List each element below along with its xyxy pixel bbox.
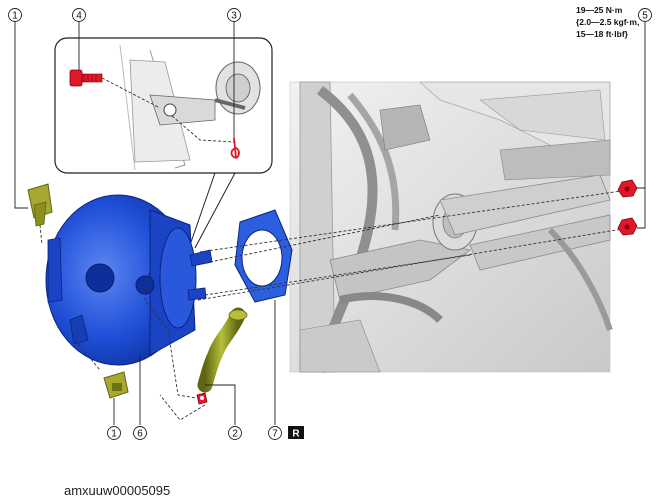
figure-code: amxuuw00005095: [64, 483, 170, 498]
svg-text:7: 7: [272, 429, 278, 440]
svg-text:5: 5: [642, 11, 648, 22]
torque-spec: 19—25 N·m {2.0—2.5 kgf·m, 15—18 ft·lbf}: [576, 5, 639, 39]
callout-7: 7: [268, 426, 282, 440]
nut-icon: [617, 179, 638, 198]
nut-icon: [617, 217, 638, 236]
callout-6: 6: [133, 426, 147, 440]
svg-text:3: 3: [231, 11, 237, 22]
callout-1-top: 1: [8, 8, 22, 22]
svg-text:4: 4: [76, 11, 82, 22]
callout-2: 2: [228, 426, 242, 440]
vacuum-hose: [197, 307, 248, 393]
alignment-lines: [197, 189, 629, 301]
svg-text:R: R: [292, 429, 300, 440]
callout-4: 4: [72, 8, 86, 22]
svg-text:6: 6: [137, 429, 143, 440]
svg-text:1: 1: [111, 429, 117, 440]
connector-bottom: [103, 371, 129, 399]
callout-5: 5: [638, 8, 652, 22]
clip-pin-icon: [230, 137, 240, 159]
hose-clip-icon: [196, 392, 208, 405]
leader-lines: [14, 22, 646, 425]
engine-bay-view: [289, 81, 613, 373]
svg-text:1: 1: [12, 11, 18, 22]
callout-1-bottom: 1: [107, 426, 121, 440]
torque-line-1: 19—25 N·m: [576, 5, 623, 15]
callout-3: 3: [227, 8, 241, 22]
brake-booster: [45, 194, 213, 366]
svg-text:2: 2: [232, 429, 238, 440]
inset-pointer: [189, 172, 236, 249]
replace-mark-icon: R: [288, 426, 304, 440]
detail-inset: [54, 37, 273, 174]
gasket: [234, 209, 293, 303]
torque-line-2: {2.0—2.5 kgf·m,: [576, 17, 639, 27]
torque-line-3: 15—18 ft·lbf}: [576, 29, 629, 39]
connector-top: [27, 183, 53, 227]
